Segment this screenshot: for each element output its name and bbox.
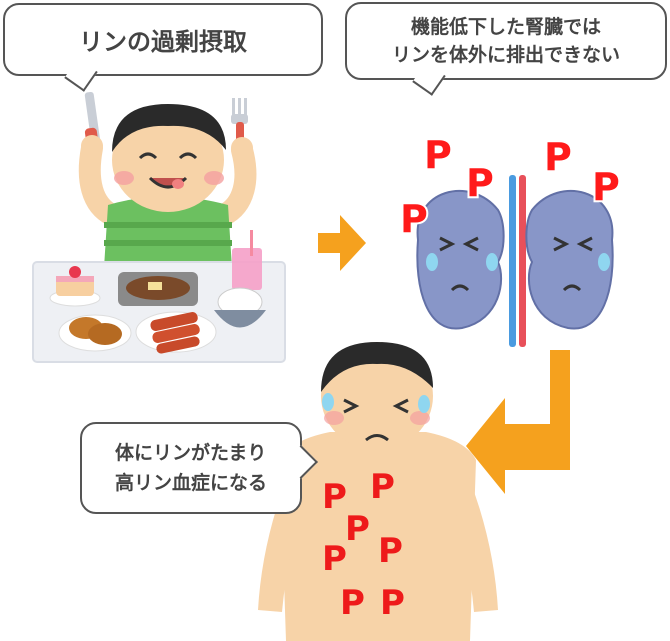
kidney-text-line1: 機能低下した腎臓では (410, 16, 601, 38)
boy-torso (280, 432, 476, 641)
phosphorus-label: P (466, 161, 494, 205)
sick-boy-face (321, 342, 433, 450)
intake-speech-bubble: リンの過剰摂取 (3, 3, 323, 92)
rice-bowl-icon (214, 287, 266, 328)
right-kidney (525, 189, 614, 330)
intake-text: リンの過剰摂取 (79, 28, 247, 56)
body-speech-bubble: 体にリンがたまり 高リン血症になる (80, 422, 318, 514)
boy-face (112, 108, 224, 212)
kidneys-illustration (416, 175, 614, 347)
steak-icon (118, 272, 198, 306)
left-kidney (416, 189, 505, 330)
sick-boy-illustration (258, 342, 498, 641)
body-text-line2: 高リン血症になる (114, 472, 267, 494)
phosphorus-label: P (322, 477, 347, 517)
fried-chicken-icon (58, 314, 132, 352)
vein (509, 175, 516, 347)
phosphorus-label: P (340, 583, 365, 623)
phosphorus-label: P (378, 531, 403, 571)
boy-eating-illustration (32, 91, 286, 363)
body-text-line1: 体にリンがたまり (114, 442, 267, 464)
phosphorus-label: P (424, 133, 452, 177)
phosphorus-label: P (370, 467, 395, 507)
kidney-speech-bubble: 機能低下した腎臓では リンを体外に排出できない (345, 2, 667, 96)
right-arrow (318, 215, 366, 271)
turn-arrow (466, 350, 570, 494)
boy-hair (112, 104, 226, 152)
phosphorus-label: P (322, 539, 347, 579)
artery (519, 175, 526, 347)
green-shirt (104, 196, 232, 268)
phosphorus-label: P (345, 509, 370, 549)
phosphorus-label: P (400, 197, 428, 241)
sausages-icon (135, 311, 217, 354)
kidney-text-line2: リンを体外に排出できない (391, 44, 620, 66)
phosphorus-label: P (592, 165, 620, 209)
cake-icon (49, 266, 101, 307)
drink-icon (232, 230, 262, 290)
phosphorus-label: P (544, 135, 572, 179)
phosphorus-label: P (380, 583, 405, 623)
